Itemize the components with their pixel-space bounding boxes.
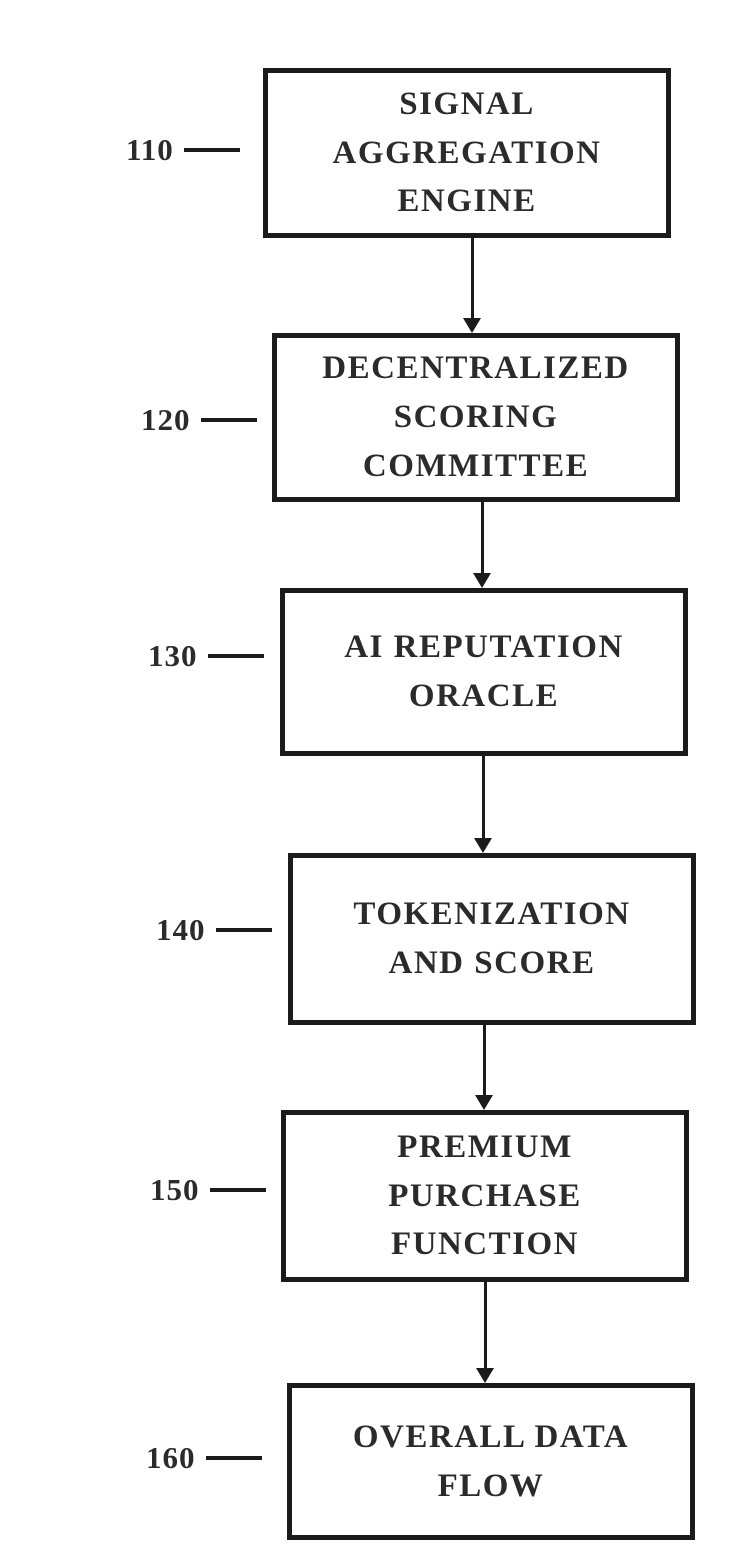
ref-callout-130: 130 — [148, 638, 264, 674]
arrow-head-icon — [476, 1368, 494, 1383]
ref-leader-line — [207, 654, 264, 658]
ref-number-160: 160 — [146, 1440, 196, 1475]
flow-arrow-150-160 — [476, 1282, 494, 1383]
ref-number-130: 130 — [148, 638, 198, 673]
ref-number-150: 150 — [150, 1172, 200, 1207]
arrow-line — [480, 502, 484, 573]
flow-arrow-140-150 — [475, 1025, 493, 1110]
arrow-line — [481, 756, 485, 838]
flow-arrow-130-140 — [474, 756, 492, 853]
ref-leader-line — [209, 1188, 266, 1192]
flow-arrow-110-120 — [463, 238, 481, 333]
flow-box-ai-reputation-oracle: AI REPUTATION ORACLE — [280, 588, 688, 756]
flow-box-label: OVERALL DATA FLOW — [352, 1418, 630, 1504]
arrow-line — [470, 238, 474, 318]
arrow-head-icon — [473, 573, 491, 588]
ref-number-140: 140 — [156, 912, 206, 947]
ref-leader-line — [215, 928, 272, 932]
flow-box-label: TOKENIZATION AND SCORE — [353, 896, 631, 981]
ref-callout-140: 140 — [156, 912, 272, 948]
ref-callout-120: 120 — [141, 402, 257, 438]
ref-leader-line — [183, 148, 240, 152]
ref-callout-160: 160 — [146, 1440, 262, 1476]
arrow-line — [483, 1282, 487, 1368]
ref-number-120: 120 — [141, 402, 191, 437]
arrow-head-icon — [463, 318, 481, 333]
ref-number-110: 110 — [126, 132, 174, 167]
flow-box-tokenization-and-score: TOKENIZATION AND SCORE — [288, 853, 696, 1025]
arrow-head-icon — [475, 1095, 493, 1110]
ref-leader-line — [205, 1456, 262, 1460]
flow-box-label: DECENTRALIZED SCORING COMMITTEE — [322, 350, 630, 484]
ref-callout-150: 150 — [150, 1172, 266, 1208]
flow-box-signal-aggregation-engine: SIGNAL AGGREGATION ENGINE — [263, 68, 671, 238]
ref-leader-line — [200, 418, 257, 422]
flow-box-label: SIGNAL AGGREGATION ENGINE — [332, 85, 602, 220]
flow-box-label: AI REPUTATION ORACLE — [344, 629, 624, 714]
arrow-line — [482, 1025, 486, 1095]
arrow-head-icon — [474, 838, 492, 853]
ref-callout-110: 110 — [126, 132, 240, 168]
flow-box-label: PREMIUM PURCHASE FUNCTION — [388, 1128, 582, 1263]
flow-arrow-120-130 — [473, 502, 491, 588]
flow-box-decentralized-scoring-committee: DECENTRALIZED SCORING COMMITTEE — [272, 333, 680, 502]
flow-box-overall-data-flow: OVERALL DATA FLOW — [287, 1383, 695, 1540]
flow-box-premium-purchase-function: PREMIUM PURCHASE FUNCTION — [281, 1110, 689, 1282]
